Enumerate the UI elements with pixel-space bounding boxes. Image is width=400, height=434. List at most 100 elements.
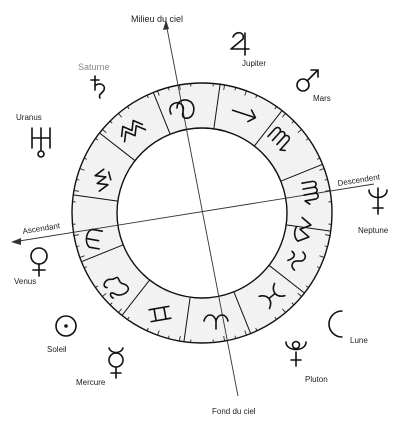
ring-tick xyxy=(255,95,258,99)
ring-tick xyxy=(316,157,320,160)
midheaven-label: Milieu du ciel xyxy=(131,14,183,24)
venus-label: Venus xyxy=(14,277,36,286)
moon-label: Lune xyxy=(350,336,368,345)
zodiac-ring-ticks xyxy=(72,83,332,343)
cancer-sign-icon xyxy=(85,228,104,250)
ring-tick xyxy=(127,106,130,110)
ring-tick xyxy=(305,138,309,141)
ring-tick xyxy=(179,84,181,90)
virgo-sign-icon xyxy=(94,168,112,192)
ring-tick xyxy=(146,95,149,99)
descendant-label: Descendent xyxy=(337,172,381,188)
ring-tick xyxy=(109,302,113,306)
ring-tick xyxy=(223,336,225,342)
ring-tick xyxy=(76,245,80,248)
ring-tick xyxy=(234,87,237,91)
gemini-sign-icon xyxy=(103,276,130,299)
zodiac-ring-band xyxy=(72,83,332,343)
ring-tick xyxy=(127,316,130,320)
ring-tick xyxy=(102,293,107,297)
saturn-label: Saturne xyxy=(78,62,110,72)
ring-tick xyxy=(234,335,237,339)
midheaven-arrow-icon xyxy=(163,20,169,30)
ring-tick xyxy=(324,178,328,181)
ring-tick xyxy=(73,234,79,236)
sagittarius-sign-icon xyxy=(301,180,319,205)
ring-tick xyxy=(291,120,295,124)
mercury-label: Mercure xyxy=(76,378,106,387)
ring-tick xyxy=(79,255,85,258)
sector-divider xyxy=(183,297,191,342)
sun-label: Soleil xyxy=(47,345,67,354)
neptune-label: Neptune xyxy=(358,226,389,235)
sector-divider xyxy=(233,291,252,334)
zodiac-ring xyxy=(71,82,333,344)
ring-tick xyxy=(84,157,88,160)
ring-tick xyxy=(157,90,160,96)
ring-tick xyxy=(102,129,107,133)
ring-tick xyxy=(76,178,80,181)
uranus-label: Uranus xyxy=(16,113,42,122)
ring-tick xyxy=(319,168,325,171)
sun-icon xyxy=(55,315,77,337)
ring-tick xyxy=(319,255,325,258)
sector-divider xyxy=(152,92,171,135)
ring-tick xyxy=(274,106,277,110)
ring-tick xyxy=(109,120,113,124)
scorpio-sign-icon xyxy=(267,126,291,152)
zodiac-ring-outer xyxy=(71,82,333,344)
ring-tick xyxy=(305,285,309,288)
libra-sign-icon xyxy=(231,109,257,123)
jupiter-label: Jupiter xyxy=(242,59,266,68)
ring-tick xyxy=(282,308,286,313)
neptune-icon xyxy=(368,187,388,215)
ring-tick xyxy=(291,302,295,306)
sector-divider xyxy=(73,194,118,202)
mars-icon xyxy=(296,69,319,92)
ring-tick xyxy=(297,129,302,133)
sector-divider xyxy=(253,110,283,147)
ring-tick xyxy=(118,308,122,313)
zodiac-ring-dividers xyxy=(73,84,331,342)
ring-tick xyxy=(223,84,225,90)
ring-tick xyxy=(324,245,328,248)
ring-tick xyxy=(79,168,85,171)
ring-tick xyxy=(146,327,149,331)
venus-icon xyxy=(30,247,48,277)
ring-tick xyxy=(282,113,286,118)
ring-tick xyxy=(167,335,170,339)
ring-tick xyxy=(118,113,122,118)
zodiac-ring-inner xyxy=(116,127,288,299)
ring-tick xyxy=(244,330,247,336)
planets: Jupiter Saturne Mars Uranus Neptune Venu… xyxy=(14,31,389,387)
sector-divider xyxy=(99,132,136,162)
ascendant-label: Ascendant xyxy=(22,221,62,236)
ring-tick xyxy=(157,330,160,336)
mars-label: Mars xyxy=(313,94,331,103)
saturn-icon xyxy=(90,75,106,99)
moon-icon xyxy=(328,310,343,338)
sector-divider xyxy=(121,279,151,316)
ring-tick xyxy=(325,190,331,192)
capricorn-sign-icon xyxy=(293,216,312,242)
pisces-sign-icon xyxy=(258,282,286,310)
pluto-icon xyxy=(285,340,307,367)
ring-tick xyxy=(73,190,79,192)
ring-tick xyxy=(95,138,99,141)
ring-tick xyxy=(325,234,331,236)
ring-tick xyxy=(297,293,302,297)
leo-sign-icon xyxy=(169,99,195,119)
ring-tick xyxy=(274,316,277,320)
ring-tick xyxy=(316,266,320,269)
imum-coeli-label: Fond du ciel xyxy=(212,407,256,416)
sector-divider xyxy=(81,244,124,263)
ring-tick xyxy=(95,285,99,288)
sector-divider xyxy=(280,163,323,182)
ring-tick xyxy=(179,336,181,342)
aries-sign-icon xyxy=(203,314,229,330)
ring-tick xyxy=(167,87,170,91)
ring-tick xyxy=(255,327,258,331)
uranus-icon xyxy=(31,127,51,158)
taurus-sign-icon xyxy=(148,305,172,323)
